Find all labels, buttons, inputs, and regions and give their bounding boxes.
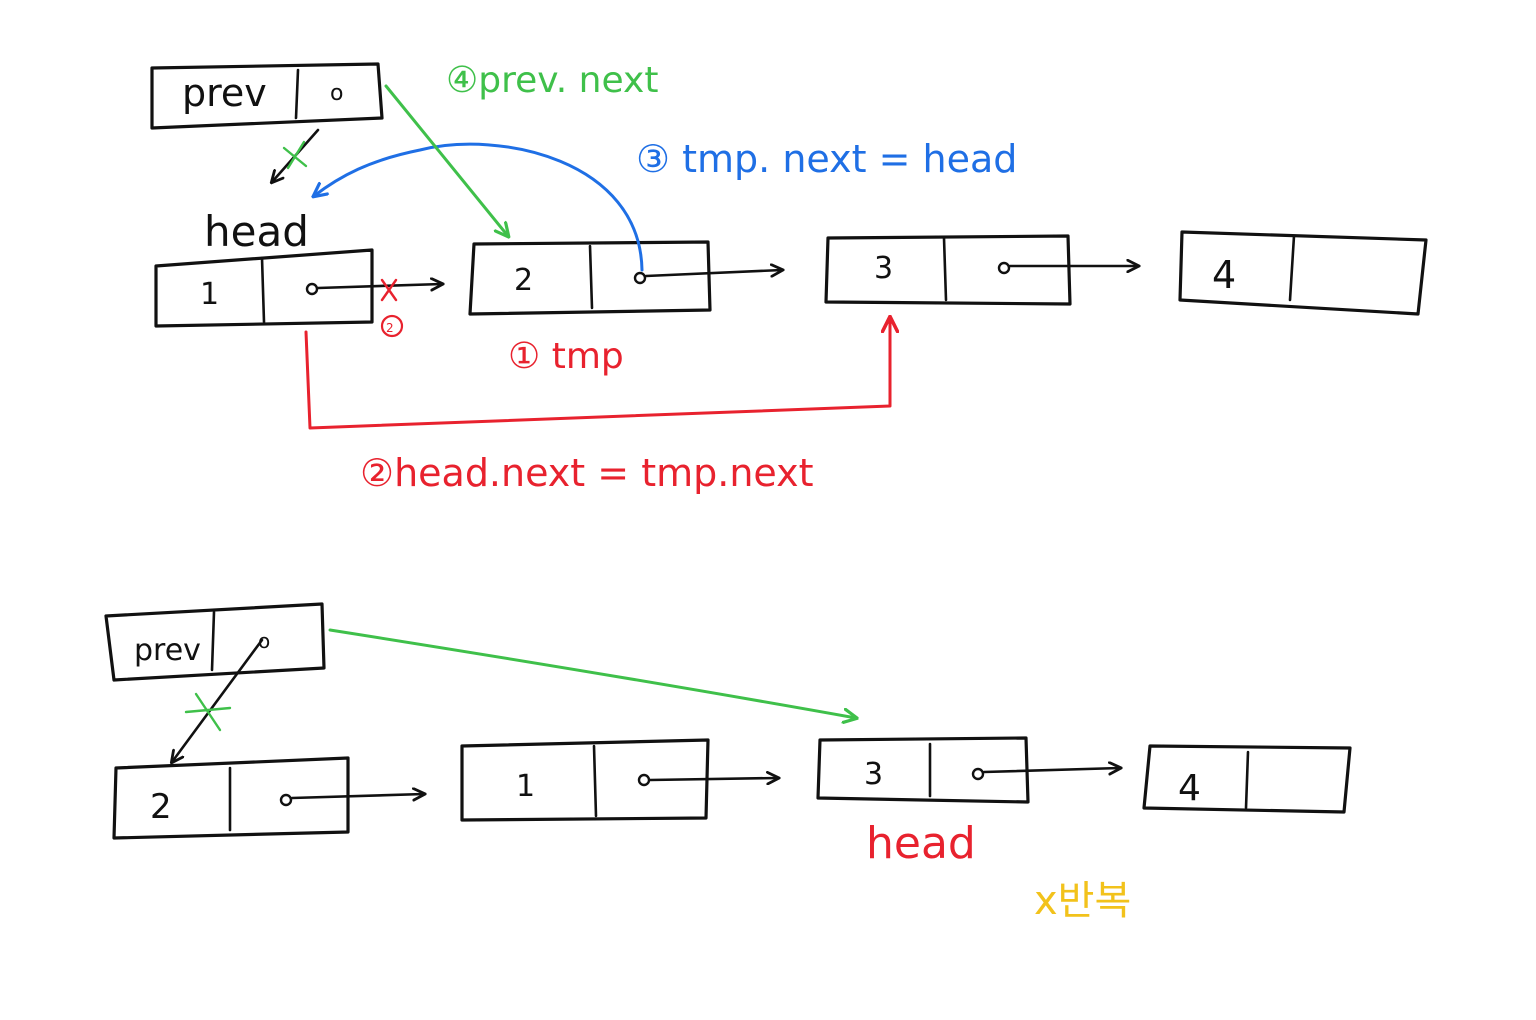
bottom-node-2: 2 <box>112 756 350 840</box>
bottom-node-2-value: 2 <box>150 787 172 827</box>
top-node-1-next-arrow <box>316 284 442 288</box>
repeat-note: x반복 <box>1034 878 1131 924</box>
svg-text:2: 2 <box>386 321 394 335</box>
top-step3-label: ③ tmp. next = head <box>636 137 1017 181</box>
top-node-2: 2 <box>468 240 712 316</box>
top-step4-green-arrow <box>384 84 508 236</box>
top-step4-label: ④prev. next <box>446 60 658 101</box>
top-prev-node: prev o <box>150 62 384 130</box>
bottom-prev-old-link-cross <box>184 692 232 732</box>
bottom-head-label: head <box>866 818 976 869</box>
top-prev-label: prev <box>182 71 267 115</box>
bottom-prev-label: prev <box>134 633 201 668</box>
top-node-3-value: 3 <box>874 251 893 286</box>
top-diagram: prev o head 1 2 2 3 <box>150 60 1428 495</box>
top-node-2-value: 2 <box>514 263 533 298</box>
top-node-1: 1 <box>154 248 374 328</box>
bottom-node-3-next-arrow <box>982 768 1120 772</box>
bottom-node-3-value: 3 <box>864 757 883 792</box>
top-head-label: head <box>204 207 309 256</box>
bottom-prev-old-link-arrow <box>172 638 264 762</box>
top-step3-blue-arrow <box>314 142 644 272</box>
top-node-1-value: 1 <box>200 277 219 312</box>
top-step1-label: ① tmp <box>508 336 624 377</box>
bottom-prev-new-link-arrow <box>328 628 856 718</box>
top-node-1-link-cross <box>380 278 398 302</box>
bottom-node-1-next-arrow <box>648 778 778 780</box>
top-step2-red-arrow <box>304 318 890 430</box>
bottom-node-2-next-arrow <box>290 794 424 798</box>
top-prev-pointer: o <box>330 81 343 106</box>
top-prev-old-link-cross <box>282 140 308 170</box>
top-step2-small-badge <box>380 314 404 338</box>
bottom-node-3: 3 <box>816 736 1030 804</box>
bottom-node-4: 4 <box>1142 744 1352 814</box>
bottom-node-1-value: 1 <box>516 769 535 804</box>
bottom-node-1: 1 <box>460 738 710 822</box>
top-node-4: 4 <box>1178 230 1428 316</box>
top-node-3: 3 <box>824 234 1072 306</box>
bottom-diagram: prev o 2 1 3 <box>104 602 1352 924</box>
top-node-4-value: 4 <box>1212 253 1236 297</box>
bottom-node-4-value: 4 <box>1178 768 1201 809</box>
bottom-prev-node: prev o <box>104 602 326 682</box>
top-node-2-next-arrow <box>644 270 782 276</box>
bottom-prev-pointer: o <box>258 629 270 653</box>
top-step2-label: ②head.next = tmp.next <box>360 451 814 495</box>
